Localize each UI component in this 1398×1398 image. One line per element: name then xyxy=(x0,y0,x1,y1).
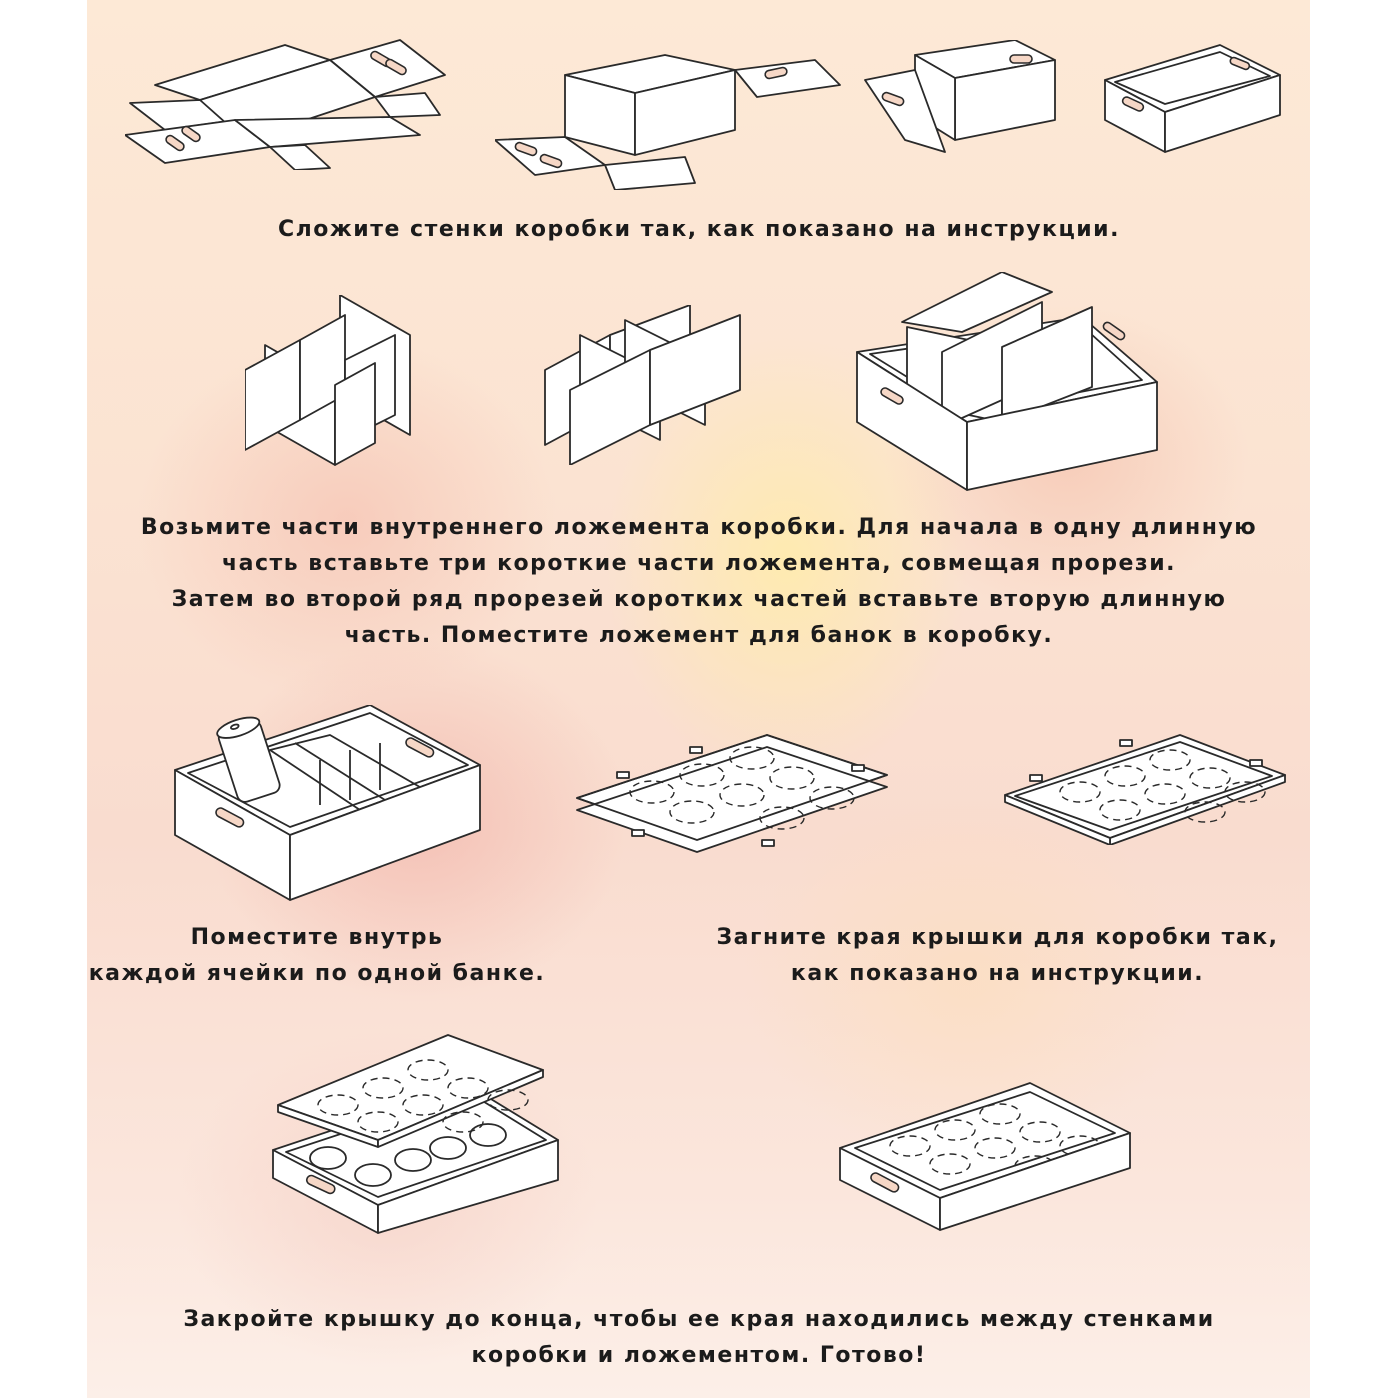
caption-line: коробки и ложементом. Готово! xyxy=(471,1343,927,1368)
caption-line: часть. Поместите ложемент для банок в ко… xyxy=(344,623,1054,648)
caption-line: Затем во второй ряд прорезей коротких ча… xyxy=(171,587,1227,612)
caption-line: Закройте крышку до конца, чтобы ее края … xyxy=(183,1307,1215,1332)
illustration-folded-lid xyxy=(1000,730,1290,845)
illustration-divider-grid-start xyxy=(245,295,445,470)
illustration-divider-grid-complete xyxy=(540,305,750,465)
illustration-box-ends-folding xyxy=(860,40,1060,155)
illustration-box-closed xyxy=(835,1078,1135,1233)
step-2-caption: Возьмите части внутреннего ложемента кор… xyxy=(0,510,1398,654)
caption-line: Сложите стенки коробки так, как показано… xyxy=(278,217,1120,242)
caption-line: Поместите внутрь xyxy=(190,925,444,950)
illustration-box-lid-closing xyxy=(268,1030,563,1235)
illustration-flat-lid xyxy=(572,730,892,855)
step-5-caption: Закройте крышку до конца, чтобы ее края … xyxy=(0,1302,1398,1374)
caption-line: Загните края крышки для коробки так, xyxy=(716,925,1279,950)
caption-line: Возьмите части внутреннего ложемента кор… xyxy=(140,515,1258,540)
illustration-divider-grid-in-box xyxy=(852,272,1162,492)
caption-line: как показано на инструкции. xyxy=(790,961,1205,986)
step-3-caption: Поместите внутрь каждой ячейки по одной … xyxy=(87,920,547,992)
illustration-box-with-can xyxy=(170,705,490,905)
caption-line: часть вставьте три короткие части ложеме… xyxy=(222,551,1176,576)
illustration-assembled-box xyxy=(1100,40,1285,155)
illustration-flat-box-blank xyxy=(125,35,455,170)
caption-line: каждой ячейки по одной банке. xyxy=(88,961,546,986)
illustration-box-sides-folded xyxy=(495,45,845,190)
step-1-caption: Сложите стенки коробки так, как показано… xyxy=(0,212,1398,248)
step-4-caption: Загните края крышки для коробки так, как… xyxy=(665,920,1330,992)
